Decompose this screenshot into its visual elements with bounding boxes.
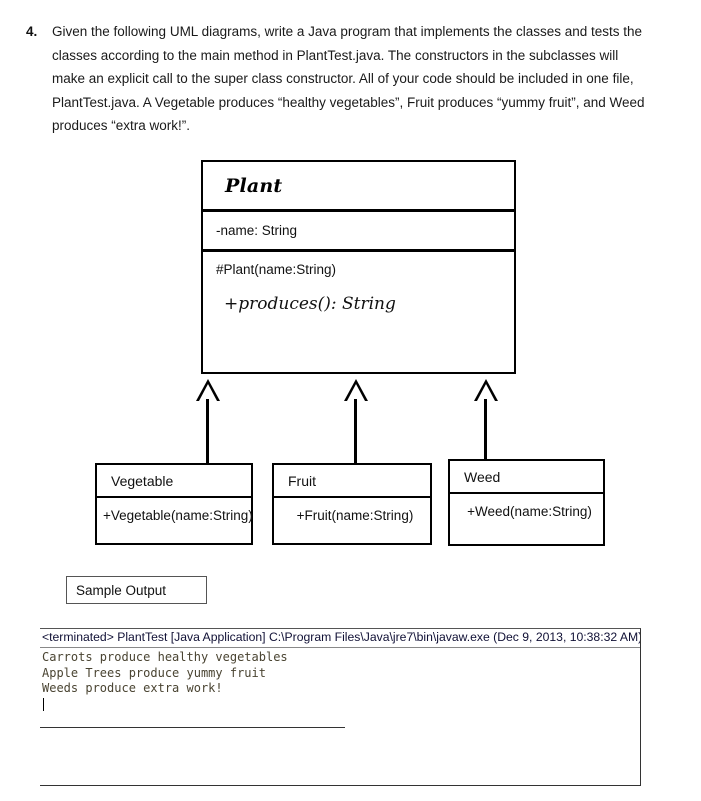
console-divider-rule — [40, 727, 345, 728]
uml-class-fruit-name: Fruit — [288, 472, 316, 489]
uml-class-fruit[interactable]: Fruit +Fruit(name:String) — [272, 463, 432, 545]
uml-class-weed-operation-compartment: +Weed(name:String) — [450, 494, 603, 519]
uml-class-vegetable[interactable]: Vegetable +Vegetable(name:String) — [95, 463, 253, 545]
console-panel[interactable]: <terminated> PlantTest [Java Application… — [40, 628, 641, 786]
uml-attribute-name: -name: String — [216, 223, 298, 238]
uml-class-vegetable-title-compartment: Vegetable — [97, 465, 251, 498]
uml-class-vegetable-operation-compartment: +Vegetable(name:String) — [97, 498, 253, 523]
uml-class-weed[interactable]: Weed +Weed(name:String) — [448, 459, 605, 546]
uml-operation-constructor: #Plant(name:String) — [216, 262, 337, 277]
question-text: Given the following UML diagrams, write … — [52, 24, 645, 133]
console-header-line: <terminated> PlantTest [Java Application… — [40, 629, 640, 648]
uml-class-plant-title-compartment: Plant — [203, 162, 514, 212]
uml-class-weed-title-compartment: Weed — [450, 461, 603, 494]
uml-class-weed-name: Weed — [464, 468, 501, 485]
generalization-line-weed — [484, 399, 487, 461]
uml-operation-fruit-constructor: +Fruit(name:String) — [296, 508, 414, 523]
uml-operation-produces: +produces(): String — [224, 294, 396, 314]
console-output-line: Weeds produce extra work! — [42, 681, 223, 695]
uml-class-plant[interactable]: Plant -name: String #Plant(name:String) … — [201, 160, 516, 374]
console-output-line: Apple Trees produce yummy fruit — [42, 665, 266, 680]
console-output[interactable]: Carrots produce healthy vegetables Apple… — [40, 648, 640, 711]
uml-class-vegetable-name: Vegetable — [111, 472, 174, 489]
uml-class-fruit-operation-compartment: +Fruit(name:String) — [274, 498, 430, 523]
sample-output-label: Sample Output — [76, 582, 167, 598]
question-block: 4. Given the following UML diagrams, wri… — [26, 20, 646, 138]
uml-operation-vegetable-constructor: +Vegetable(name:String) — [103, 508, 253, 523]
uml-class-plant-attribute-compartment: -name: String — [203, 212, 514, 252]
question-number: 4. — [26, 24, 38, 39]
generalization-line-vegetable — [206, 399, 209, 465]
console-output-line: Carrots produce healthy vegetables — [42, 650, 288, 664]
sample-output-label-box: Sample Output — [66, 576, 207, 604]
uml-class-plant-name: Plant — [225, 174, 283, 197]
console-text-caret — [43, 697, 44, 711]
uml-class-plant-operation-compartment: #Plant(name:String) +produces(): String — [203, 252, 514, 314]
uml-class-fruit-title-compartment: Fruit — [274, 465, 430, 498]
uml-operation-weed-constructor: +Weed(name:String) — [467, 504, 592, 519]
generalization-line-fruit — [354, 399, 357, 465]
